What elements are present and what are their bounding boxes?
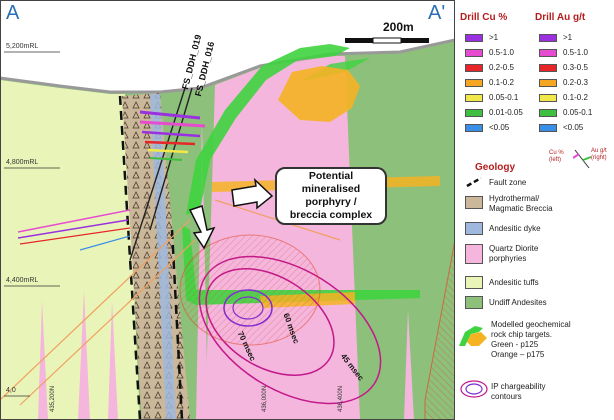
cu-range-swatch	[465, 34, 483, 42]
au-range-swatch	[539, 64, 557, 72]
fault-zone-line	[118, 95, 142, 420]
legend-geology-label: Undiff Andesites	[489, 298, 547, 307]
rl-label-4800: 4,800mRL	[6, 159, 39, 166]
magmatic-breccia	[122, 93, 190, 420]
legend-geology-label: Andesitic tuffs	[489, 278, 539, 287]
easting-label: 436,000N	[262, 385, 268, 412]
andesitic-tuffs	[0, 80, 140, 420]
legend-geology-label: Quartz Diorite porphyries	[489, 244, 539, 263]
legend-cu-left: Cu % (left)	[549, 150, 564, 163]
undiff-andesites-swatch	[465, 296, 483, 309]
legend-geology-label: Andesitic dyke	[489, 224, 541, 233]
sky	[0, 0, 455, 92]
cu-range-swatch	[465, 79, 483, 87]
cu-range-label: 0.2-0.5	[489, 63, 514, 72]
rl-label-5200: 5,200mRL	[6, 43, 39, 50]
legend-geology-label: Fault zone	[489, 178, 527, 187]
arrow-down	[188, 205, 216, 250]
green-geochem-target	[186, 44, 350, 215]
au-range-label: >1	[563, 33, 573, 42]
legend-au-title: Drill Au g/t	[535, 12, 586, 23]
au-range-label: 0.1-0.2	[563, 93, 588, 102]
cu-range-label: 0.05-0.1	[489, 93, 519, 102]
porphyry-dyke	[108, 300, 118, 420]
porphyry-dyke	[78, 290, 90, 420]
cu-range-swatch	[465, 124, 483, 132]
legend-geology-label: IP chargeability contours	[491, 382, 546, 401]
orange-geochem-target	[278, 66, 360, 122]
scale-bar	[345, 37, 429, 44]
easting-label: 435,200N	[50, 385, 56, 412]
au-range-swatch	[539, 49, 557, 57]
modelled-shell-line	[0, 219, 191, 401]
cu-range-label: 0.1-0.2	[489, 78, 514, 87]
legend-au-right: Au g/t (right)	[591, 148, 607, 161]
au-range-swatch	[539, 124, 557, 132]
drill-assay-bars	[17, 110, 206, 251]
cu-range-label: >1	[489, 33, 499, 42]
fault-zone-line	[170, 229, 184, 420]
cu-range-swatch	[465, 64, 483, 72]
fault-zone-icon	[466, 176, 482, 188]
au-range-label: 0.3-0.5	[563, 63, 588, 72]
au-range-label: 0.05-0.1	[563, 108, 593, 117]
andesitic-dyke-swatch	[465, 222, 483, 235]
legend-geology-label: Modelled geochemical rock chip targets. …	[491, 320, 571, 359]
red-modelled-shell	[424, 239, 455, 420]
section-corner-a: A	[6, 2, 20, 24]
modelled-shell-line	[19, 239, 196, 406]
au-range-swatch	[539, 34, 557, 42]
cu-range-swatch	[465, 49, 483, 57]
cu-range-swatch	[465, 94, 483, 102]
au-range-swatch	[539, 79, 557, 87]
legend-geology-label: Hydrothermal/ Magmatic Breccia	[489, 194, 553, 213]
geochem-target-icon	[459, 326, 487, 346]
ip-contour-icon	[460, 380, 488, 398]
drill-trace-icon	[573, 149, 592, 169]
cu-range-swatch	[465, 109, 483, 117]
section-corner-a-prime: A'	[428, 2, 446, 24]
callout-box: Potential mineralised porphyry / breccia…	[275, 167, 387, 225]
scale-bar-label: 200m	[383, 20, 414, 34]
andesitic-tuffs-swatch	[465, 276, 483, 289]
red-modelled-shell	[179, 234, 321, 346]
breccia-swatch	[465, 196, 483, 209]
cu-range-label: 0.01-0.05	[489, 108, 523, 117]
au-range-label: 0.2-0.3	[563, 78, 588, 87]
au-range-label: <0.05	[563, 123, 584, 132]
legend-cu-title: Drill Cu %	[460, 12, 508, 23]
easting-label: 436,400N	[338, 385, 344, 412]
au-range-label: 0.5-1.0	[563, 48, 588, 57]
au-range-swatch	[539, 109, 557, 117]
quartz-diorite-swatch	[465, 244, 483, 264]
rl-label-4000: 4,0	[6, 387, 16, 394]
au-range-swatch	[539, 94, 557, 102]
cu-range-label: <0.05	[489, 123, 510, 132]
topographic-surface	[0, 38, 455, 94]
legend-geology-title: Geology	[475, 162, 516, 173]
rl-label-4400: 4,400mRL	[6, 277, 39, 284]
cu-range-label: 0.5-1.0	[489, 48, 514, 57]
legend-panel: Drill Cu % Drill Au g/t >1 0.5-1.0 0.2-0.5…	[455, 0, 614, 420]
porphyry-dyke	[404, 310, 414, 420]
arrow-right	[231, 177, 274, 210]
